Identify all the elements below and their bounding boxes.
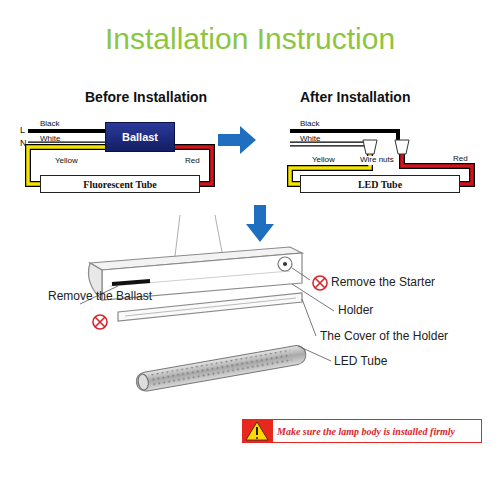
box-text: Fluorescent Tube	[83, 179, 156, 190]
section-heading: After Installation	[300, 90, 410, 105]
tube-box: Fluorescent Tube	[40, 175, 200, 193]
mains-wires	[28, 131, 105, 144]
led-tube-part	[135, 344, 308, 393]
terminal-label: L	[20, 126, 25, 136]
terminal-label: N	[20, 139, 27, 149]
holder	[278, 257, 292, 271]
ballast-part	[112, 281, 150, 284]
fixture	[89, 215, 303, 300]
wire-label: Yellow	[55, 157, 78, 166]
box-text: Make sure the lamp body is installed fir…	[277, 426, 455, 437]
callout-text: The Cover of the Holder	[320, 330, 448, 343]
leader-lines	[80, 268, 334, 361]
tube-box: LED Tube	[300, 175, 460, 193]
warning-icon	[242, 419, 272, 443]
wire-label: White	[300, 135, 320, 144]
flow-arrow-down	[246, 205, 274, 242]
ballast-box: Ballast	[105, 122, 175, 152]
wire-label: Red	[453, 155, 468, 164]
wire-label: Black	[40, 120, 60, 129]
callout-text: Holder	[338, 304, 373, 317]
callout-text: Remove the Ballast	[48, 290, 152, 303]
title: Installation Instruction	[0, 22, 500, 55]
flow-arrow	[218, 126, 256, 154]
section-heading: Before Installation	[85, 90, 207, 105]
warning-box: Make sure the lamp body is installed fir…	[272, 419, 482, 443]
wire-label: White	[40, 135, 60, 144]
wire-label: Black	[300, 120, 320, 129]
part-label: Wire nuts	[360, 156, 394, 165]
wire-label: Yellow	[312, 156, 335, 165]
box-text: LED Tube	[358, 179, 402, 190]
callout-text: Remove the Starter	[331, 276, 435, 289]
wire-label: Red	[185, 157, 200, 166]
box-text: Ballast	[122, 131, 158, 143]
callout-text: LED Tube	[334, 355, 387, 368]
